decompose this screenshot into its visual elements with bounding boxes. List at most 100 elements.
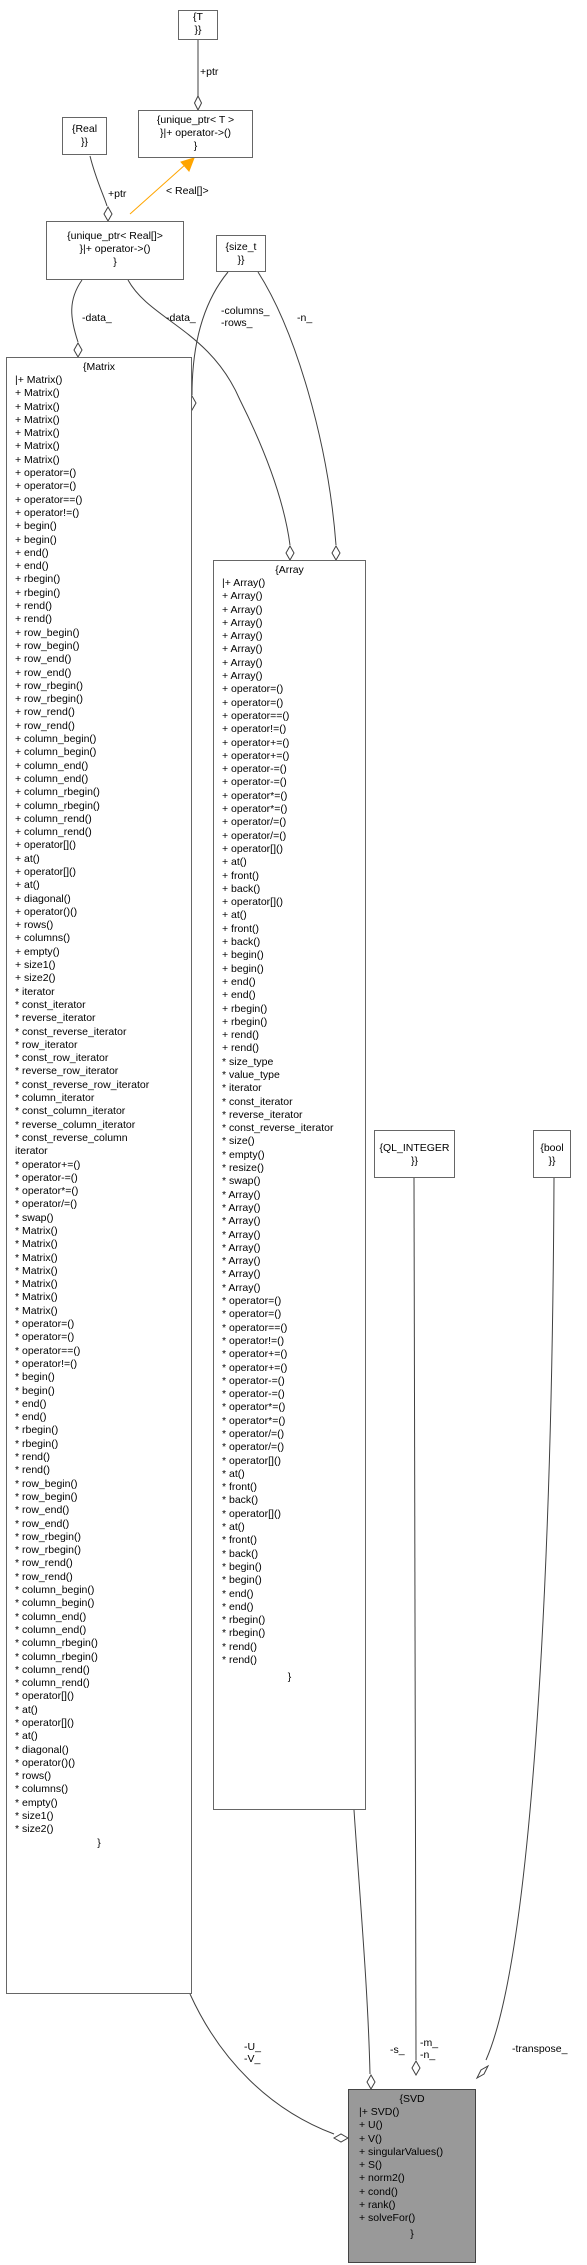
member-row: * rbegin()	[15, 1424, 59, 1437]
edge-m-n-diamond	[411, 2059, 421, 2077]
member-row: + rbegin()	[222, 1002, 268, 1015]
member-row: * column_rbegin()	[15, 1650, 98, 1663]
member-row: * front()	[222, 1534, 258, 1547]
member-row: + at()	[222, 909, 247, 922]
member-row: * begin()	[15, 1384, 55, 1397]
member-row: + row_begin()	[15, 626, 80, 639]
member-row: * column_end()	[15, 1623, 87, 1636]
member-row: + operator[]()	[222, 842, 283, 855]
node-unique-ptr-t[interactable]: {unique_ptr< T > }|+ operator->() }	[138, 110, 253, 158]
node-array[interactable]: {Array |+ Array()+ Array()+ Array()+ Arr…	[213, 560, 366, 1810]
member-row: * end()	[15, 1397, 47, 1410]
node-ql-integer[interactable]: {QL_INTEGER }}	[374, 1130, 455, 1178]
member-row: * const_reverse_row_iterator	[15, 1078, 150, 1091]
member-row: + begin()	[15, 533, 57, 546]
member-row: + operator+=()	[222, 736, 290, 749]
node-real[interactable]: {Real }}	[62, 117, 107, 155]
edge-label-s: -s_	[390, 2044, 405, 2056]
member-row: + end()	[222, 989, 256, 1002]
member-row: + Matrix()	[15, 427, 60, 440]
member-row: + size1()	[15, 959, 56, 972]
member-row: * const_iterator	[15, 998, 86, 1011]
node-real-title: {Real }}	[71, 123, 98, 148]
member-row: + column_end()	[15, 772, 89, 785]
edge-ptr-real	[89, 155, 108, 207]
member-row: * size2()	[15, 1823, 54, 1836]
member-row: * operator*=()	[222, 1414, 286, 1427]
member-row: + V()	[359, 2132, 383, 2145]
member-row: * begin()	[222, 1574, 262, 1587]
member-row: + at()	[15, 852, 40, 865]
member-row: * resize()	[222, 1162, 265, 1175]
member-row: * at()	[15, 1730, 38, 1743]
member-row: + operator-=()	[222, 776, 287, 789]
member-row: + operator=()	[15, 467, 77, 480]
node-svd-close: }	[410, 2227, 414, 2240]
node-svd[interactable]: {SVD |+ SVD()+ U()+ V()+ singularValues(…	[348, 2089, 476, 2263]
member-row: + row_rbegin()	[15, 693, 83, 706]
member-row: + empty()	[15, 945, 60, 958]
member-row: * operator!=()	[15, 1357, 78, 1370]
member-row: + operator==()	[222, 709, 290, 722]
edge-data-matrix	[71, 279, 83, 343]
member-row: + rend()	[222, 1029, 260, 1042]
member-row: * row_rbegin()	[15, 1544, 81, 1557]
node-ql-integer-title: {QL_INTEGER }}	[379, 1142, 450, 1167]
member-row: + front()	[222, 922, 260, 935]
member-row: * row_rbegin()	[15, 1530, 81, 1543]
member-row: + operator-=()	[222, 763, 287, 776]
node-t[interactable]: {T }}	[178, 10, 218, 40]
edge-m-n	[413, 1177, 418, 2061]
member-row: |+ SVD()	[359, 2106, 400, 2118]
member-row: * rend()	[222, 1654, 258, 1667]
member-row: * operator+=()	[222, 1348, 288, 1361]
member-row: * const_row_iterator	[15, 1052, 109, 1065]
member-row: + singularValues()	[359, 2145, 444, 2158]
member-row: + rend()	[15, 600, 53, 613]
member-row: * begin()	[15, 1371, 55, 1384]
member-row: + begin()	[15, 520, 57, 533]
member-row: + Matrix()	[15, 413, 60, 426]
node-bool-title: {bool }}	[540, 1142, 564, 1167]
member-row: + Array()	[222, 616, 263, 629]
member-row: * operator/=()	[222, 1441, 285, 1454]
edge-template-arrow	[180, 157, 195, 172]
member-row: * row_begin()	[15, 1477, 78, 1490]
member-row: * operator!=()	[222, 1334, 285, 1347]
edge-label-data-matrix: -data_	[82, 312, 112, 324]
member-row: * const_reverse_column	[15, 1131, 128, 1144]
node-size-t[interactable]: {size_t }}	[216, 235, 266, 272]
edge-label-data-array: -data_	[166, 312, 196, 324]
node-matrix-title: {Matrix	[82, 361, 116, 373]
member-row: iterator	[15, 1145, 48, 1158]
member-row: + front()	[222, 869, 260, 882]
member-row: + Array()	[222, 590, 263, 603]
member-row: * operator=()	[222, 1295, 282, 1308]
edge-columns-rows	[191, 271, 229, 396]
edge-s	[353, 1809, 371, 2075]
member-row: * row_rend()	[15, 1570, 73, 1583]
edge-label-real-template: < Real[]>	[166, 185, 209, 197]
member-row: * const_iterator	[222, 1095, 293, 1108]
node-array-members: |+ Array()+ Array()+ Array()+ Array()+ A…	[214, 577, 365, 1667]
member-row: * row_end()	[15, 1504, 70, 1517]
member-row: + operator/=()	[222, 816, 287, 829]
member-row: * end()	[222, 1587, 254, 1600]
member-row: * reverse_iterator	[222, 1108, 303, 1121]
member-row: + Matrix()	[15, 440, 60, 453]
member-row: + rend()	[222, 1042, 260, 1055]
node-unique-ptr-real[interactable]: {unique_ptr< Real[]> }|+ operator->() }	[46, 221, 184, 280]
member-row: * operator-=()	[222, 1388, 285, 1401]
member-row: + column_end()	[15, 759, 89, 772]
node-matrix[interactable]: {Matrix |+ Matrix()+ Matrix()+ Matrix()+…	[6, 357, 192, 1994]
member-row: + operator=()	[222, 696, 284, 709]
member-row: * row_rend()	[15, 1557, 73, 1570]
node-bool[interactable]: {bool }}	[533, 1130, 571, 1178]
member-row: + row_begin()	[15, 639, 80, 652]
member-row: + rbegin()	[222, 1015, 268, 1028]
edge-label-n-array: -n_	[297, 312, 313, 324]
member-row: * column_rbegin()	[15, 1637, 98, 1650]
member-row: + operator!=()	[15, 506, 80, 519]
member-row: + operator==()	[15, 493, 83, 506]
member-row: * size1()	[15, 1810, 54, 1823]
